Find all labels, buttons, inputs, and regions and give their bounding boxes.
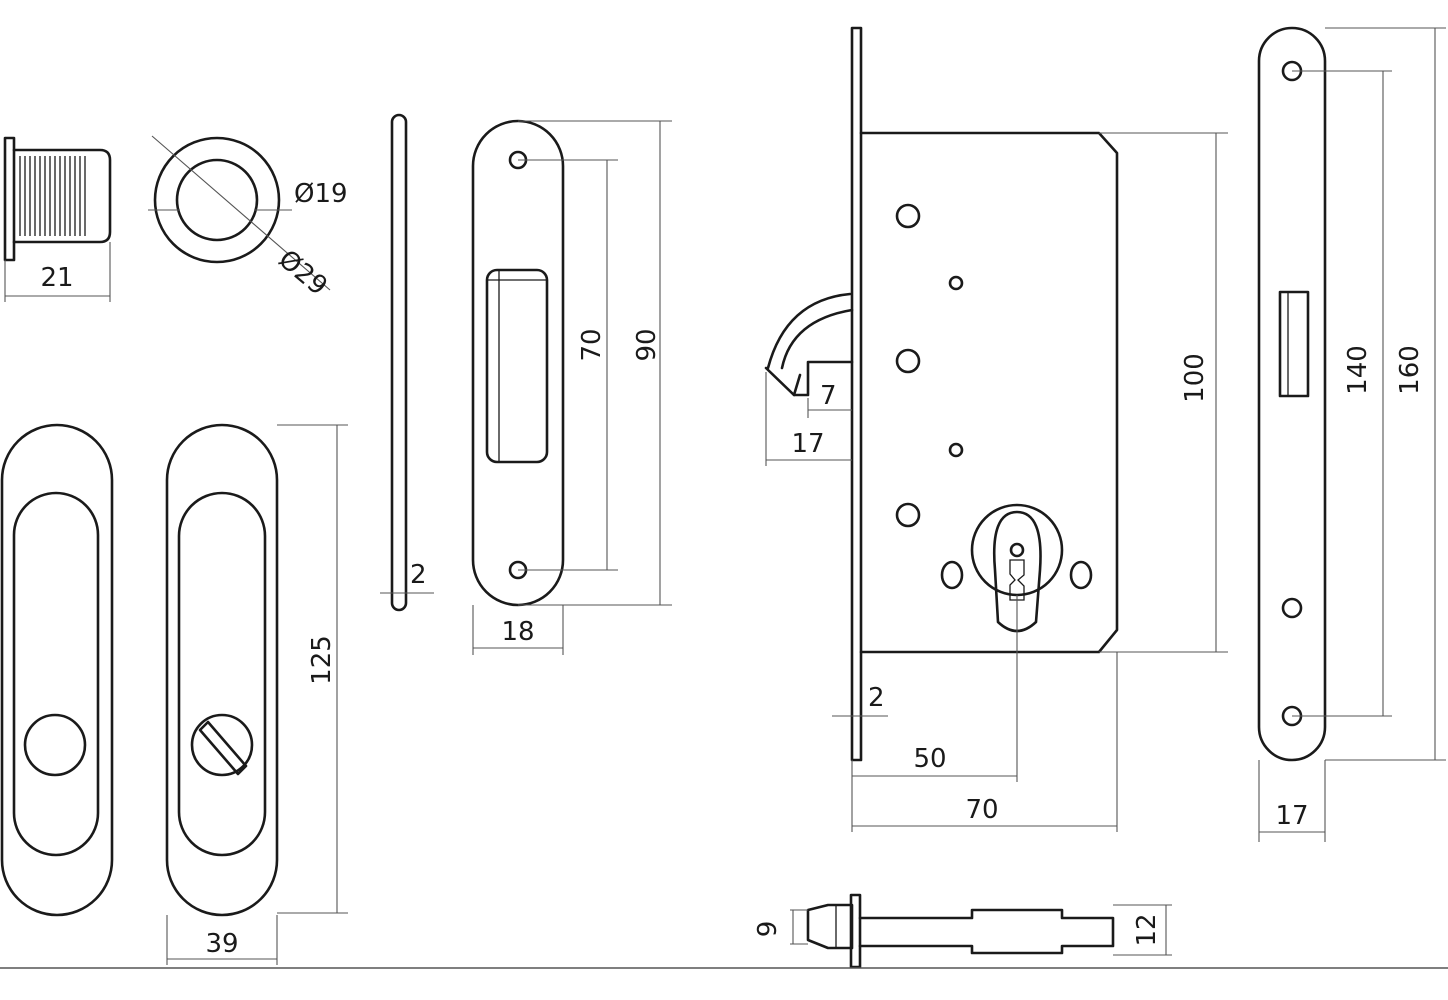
dim-screw-spacing: 140 — [1343, 345, 1373, 395]
dim-faceplate-thickness: 2 — [868, 683, 885, 713]
dim-plate-thickness: 2 — [410, 560, 427, 590]
handle-thumb-turn: 125 39 — [165, 423, 348, 965]
dim-hook-projection: 17 — [791, 429, 824, 459]
dim-body-thickness: 12 — [1132, 913, 1162, 946]
faceplate-front: 140 160 17 — [1257, 26, 1446, 842]
dim-handle-width: 39 — [205, 929, 238, 959]
dim-outer-diameter: Ø29 — [273, 244, 333, 301]
rosette-front-view: Ø19 Ø29 — [148, 135, 348, 302]
dim-inner-diameter: Ø19 — [294, 179, 348, 209]
lock-body-side: 7 17 100 2 50 70 — [764, 26, 1228, 832]
dim-body-depth: 70 — [965, 795, 998, 825]
handle-plain — [0, 423, 114, 917]
dim-faceplate-length: 160 — [1395, 345, 1425, 395]
dim-hook-depth: 7 — [820, 381, 837, 411]
strike-plate-side: 2 — [380, 113, 434, 612]
dim-handle-height: 125 — [307, 635, 337, 685]
dim-strike-outer: 90 — [632, 328, 662, 361]
dim-strike-inner: 70 — [577, 328, 607, 361]
lock-body-top-view: 9 12 — [753, 893, 1172, 969]
dim-bolt-width: 9 — [753, 921, 783, 938]
dim-strike-width: 18 — [501, 617, 534, 647]
dim-faceplate-width: 17 — [1275, 801, 1308, 831]
cylinder-side-view: 21 — [3, 136, 112, 302]
dim-backset: 50 — [913, 744, 946, 774]
strike-plate-front: 70 90 18 — [471, 119, 672, 655]
dim-body-height: 100 — [1180, 353, 1210, 403]
dim-cylinder-width: 21 — [40, 263, 73, 293]
